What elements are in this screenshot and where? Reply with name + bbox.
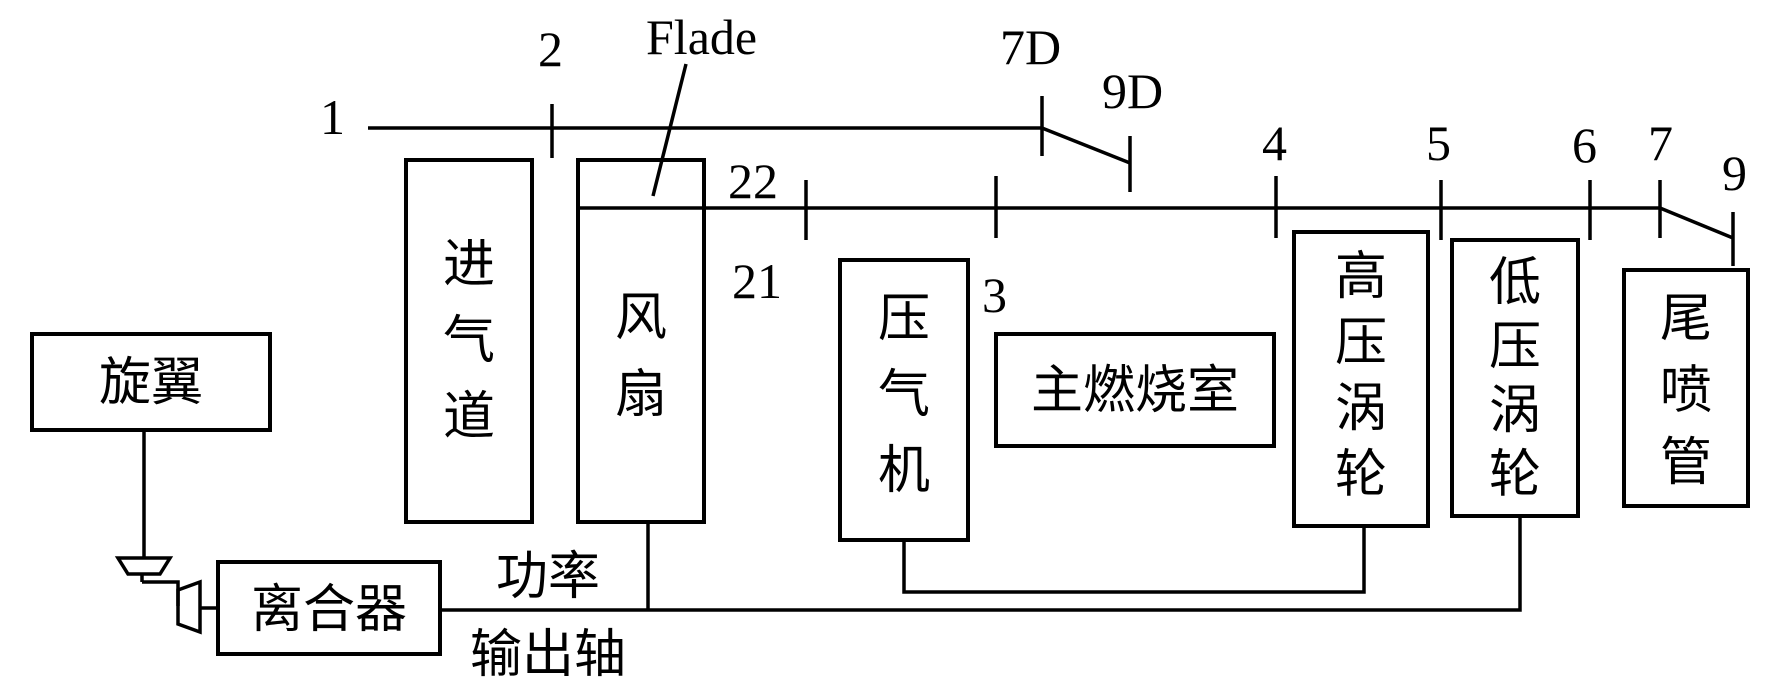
- nozzle-label-3: 管: [1660, 433, 1712, 493]
- lpt-label-4: 轮: [1489, 445, 1541, 505]
- station-label-3: 3: [982, 267, 1007, 323]
- output-shaft-label: 输出轴: [470, 625, 626, 685]
- station-label-4: 4: [1262, 115, 1287, 171]
- rotor-box: [30, 332, 272, 432]
- inlet-box: [404, 158, 534, 524]
- fan-label-1: 风: [615, 288, 667, 348]
- hpt-box: [1292, 230, 1430, 528]
- hpt-label-4: 轮: [1335, 445, 1387, 505]
- compressor-label-1: 压: [878, 289, 930, 349]
- compressor-label-3: 机: [878, 441, 930, 501]
- hpt-label-2: 压: [1335, 313, 1387, 373]
- nozzle-box: [1622, 268, 1750, 508]
- power-label: 功率: [496, 547, 600, 607]
- station-label-6: 6: [1572, 117, 1597, 173]
- rotor-label: 旋翼: [99, 353, 203, 413]
- station-label-22: 22: [728, 153, 778, 209]
- combustor-label: 主燃烧室: [1031, 361, 1239, 421]
- vertical-bevel-gear-icon: [114, 556, 180, 606]
- lpt-label-3: 涡: [1489, 381, 1541, 441]
- flow-lines: [368, 63, 1734, 240]
- station-label-5: 5: [1426, 115, 1451, 171]
- lpt-box: [1450, 238, 1580, 518]
- station-ticks: [550, 96, 1735, 266]
- station-label-7: 7: [1648, 115, 1673, 171]
- station-label-1: 1: [320, 89, 345, 145]
- station-label-2: 2: [538, 21, 563, 77]
- fan-box: [576, 158, 706, 524]
- lpt-label-1: 低: [1489, 253, 1541, 313]
- shafts: [114, 430, 1522, 635]
- fan-label-2: 扇: [615, 365, 667, 425]
- hpt-label-1: 高: [1335, 247, 1387, 307]
- nozzle-label-2: 喷: [1660, 361, 1712, 421]
- core-nozzle-line: [1659, 206, 1734, 240]
- flade-leader-line: [651, 63, 688, 197]
- clutch-label: 离合器: [251, 580, 407, 640]
- inlet-label-1: 进: [443, 235, 495, 295]
- compressor-label-2: 气: [878, 365, 930, 425]
- hpt-label-3: 涡: [1335, 379, 1387, 439]
- station-label-9: 9: [1722, 145, 1747, 201]
- flade-label: Flade: [646, 9, 757, 65]
- inlet-label-3: 道: [443, 387, 495, 447]
- station-label-7d: 7D: [1000, 19, 1061, 75]
- horizontal-bevel-gear-icon: [176, 579, 218, 635]
- nozzle-label-1: 尾: [1660, 289, 1712, 349]
- bypass-nozzle-line: [1041, 126, 1131, 165]
- component-labels: 旋翼 进 气 道 风 扇 压 气 机 主燃烧室 高 压 涡 轮 低 压 涡 轮 …: [99, 235, 1712, 685]
- station-label-21: 21: [732, 253, 782, 309]
- hp-shaft-line: [902, 526, 1366, 594]
- combustor-box: [994, 332, 1276, 448]
- inlet-label-2: 气: [443, 311, 495, 371]
- lp-shaft-line: [440, 516, 1522, 612]
- station-label-9d: 9D: [1102, 63, 1163, 119]
- lpt-label-2: 压: [1489, 317, 1541, 377]
- station-labels: Flade 1 2 7D 9D 22 21 3 4 5 6 7 9: [320, 9, 1747, 323]
